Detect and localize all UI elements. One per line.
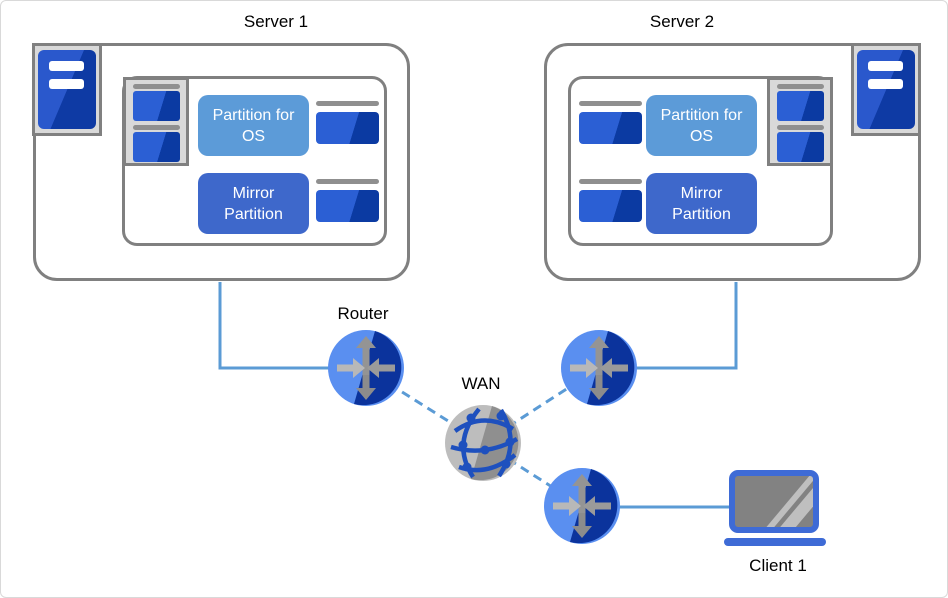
server-tower-icon — [38, 50, 96, 129]
server2-disk-array-icon — [767, 77, 833, 166]
wan-globe-icon — [445, 405, 521, 481]
server1-server-icon — [32, 43, 102, 136]
server-slot — [868, 61, 903, 71]
server1-label: Server 1 — [243, 12, 309, 31]
server2-server-icon — [851, 43, 921, 136]
server2-mirror-partition-box: Mirror Partition — [646, 173, 757, 234]
server1-os-partition-box: Partition for OS — [198, 95, 309, 156]
server2-label: Server 2 — [649, 12, 715, 31]
server-slot — [49, 61, 84, 71]
router-icon — [561, 330, 637, 406]
disk-icon — [316, 179, 379, 222]
disk-icon — [132, 125, 180, 162]
server-tower-icon — [857, 50, 915, 129]
server-slot — [49, 79, 84, 89]
disk-icon — [132, 84, 180, 121]
wan-label: WAN — [461, 374, 501, 393]
client-label: Client 1 — [749, 556, 807, 575]
server1-disk-array-icon — [123, 77, 189, 166]
screen-glare — [773, 476, 813, 527]
disk-icon — [579, 101, 642, 144]
server2-router-link — [599, 282, 738, 370]
disk-icon — [316, 101, 379, 144]
server-slot — [868, 79, 903, 89]
laptop-base — [724, 538, 826, 546]
disk-icon — [579, 179, 642, 222]
router-icon — [328, 330, 404, 406]
server1-router-link — [218, 282, 366, 370]
laptop-icon — [729, 470, 819, 533]
disk-icon — [776, 84, 824, 121]
server1-mirror-partition-box: Mirror Partition — [198, 173, 309, 234]
server2-os-partition-box: Partition for OS — [646, 95, 757, 156]
router-label: Router — [337, 304, 389, 323]
router-icon — [544, 468, 620, 544]
disk-icon — [776, 125, 824, 162]
